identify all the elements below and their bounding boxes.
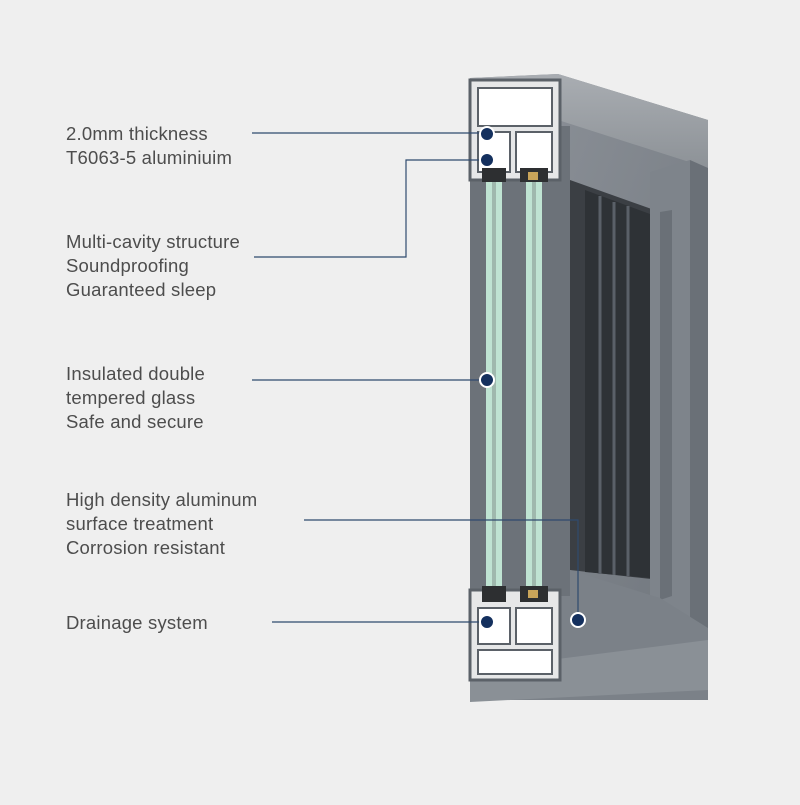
leader-line-surface bbox=[304, 519, 579, 620]
leader-lines bbox=[252, 132, 579, 623]
bottom-thermal-break bbox=[528, 590, 538, 598]
marker-dots bbox=[479, 126, 586, 630]
callout-line: T6063-5 aluminiuim bbox=[66, 147, 233, 168]
callout-line: Multi-cavity structure bbox=[66, 231, 241, 252]
marker-dot-glass bbox=[479, 372, 495, 388]
callout-line: Safe and secure bbox=[66, 411, 204, 432]
callout-line: Insulated double bbox=[66, 363, 205, 384]
bottom-profile-cavity bbox=[477, 649, 553, 675]
glass-pane bbox=[526, 180, 532, 594]
callout-cavity: Multi-cavity structure Soundproofing Gua… bbox=[66, 230, 240, 302]
callout-thickness: 2.0mm thickness T6063-5 aluminiuim bbox=[66, 122, 232, 170]
bottom-gasket bbox=[482, 586, 506, 602]
callout-line: tempered glass bbox=[66, 387, 196, 408]
glass-spacer bbox=[492, 180, 496, 594]
sash-inner-face bbox=[585, 190, 650, 578]
callout-surface: High density aluminum surface treatment … bbox=[66, 488, 257, 560]
callout-drainage: Drainage system bbox=[66, 611, 208, 635]
frame-right-edge bbox=[690, 160, 708, 632]
leader-line-cavity bbox=[254, 159, 486, 258]
glass-pane bbox=[496, 180, 502, 594]
top-profile-cavity bbox=[477, 87, 553, 127]
callout-glass: Insulated double tempered glass Safe and… bbox=[66, 362, 205, 434]
callout-line: Drainage system bbox=[66, 612, 208, 633]
callout-line: High density aluminum bbox=[66, 489, 258, 510]
callout-line: Soundproofing bbox=[66, 255, 189, 276]
marker-dot-drainage bbox=[479, 614, 495, 630]
callout-line: Corrosion resistant bbox=[66, 537, 226, 558]
marker-dot-cavity bbox=[479, 152, 495, 168]
sash-front-face bbox=[470, 126, 570, 596]
glass-pane bbox=[536, 180, 542, 594]
bottom-profile-cavity bbox=[515, 607, 553, 645]
callout-line: Guaranteed sleep bbox=[66, 279, 217, 300]
marker-dot-surface bbox=[570, 612, 586, 628]
frame-right-column-step bbox=[660, 210, 672, 600]
top-gasket bbox=[482, 168, 506, 182]
frame-bottom-lip bbox=[470, 640, 708, 702]
top-thermal-break bbox=[528, 172, 538, 180]
marker-dot-thickness bbox=[479, 126, 495, 142]
glass-spacer bbox=[532, 180, 536, 594]
callout-line: 2.0mm thickness bbox=[66, 123, 208, 144]
top-profile-cavity bbox=[515, 131, 553, 173]
callout-line: surface treatment bbox=[66, 513, 214, 534]
